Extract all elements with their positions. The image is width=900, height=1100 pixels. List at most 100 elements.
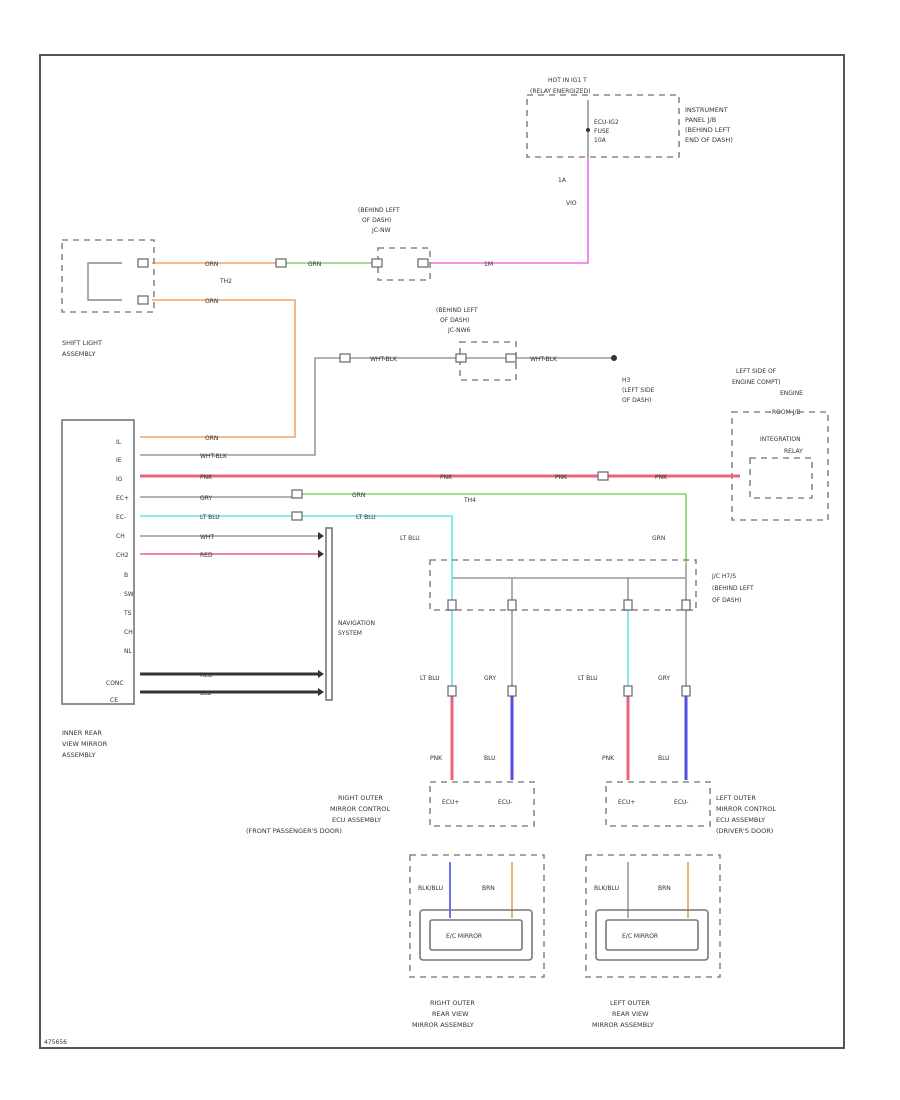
svg-text:LEFT OUTER: LEFT OUTER — [716, 794, 756, 802]
wire-magenta-feed — [430, 157, 589, 264]
svg-text:CH: CH — [116, 533, 125, 540]
svg-text:PNK: PNK — [655, 474, 668, 481]
right-mirror-ecu: ECU+ ECU- RIGHT OUTER MIRROR CONTROL ECU… — [246, 781, 535, 835]
svg-text:WHT-BLK: WHT-BLK — [370, 356, 398, 363]
svg-text:PNK: PNK — [440, 474, 453, 481]
svg-text:LEFT OUTER: LEFT OUTER — [610, 999, 650, 1007]
svg-text:IE: IE — [116, 457, 122, 464]
svg-text:B: B — [124, 572, 128, 579]
svg-text:EC-: EC- — [116, 514, 126, 521]
fuse-amp-label: 10A — [594, 137, 607, 144]
svg-text:RIGHT OUTER: RIGHT OUTER — [430, 999, 475, 1007]
diagram-frame — [39, 54, 845, 1049]
footer-id: 475656 — [44, 1039, 67, 1046]
svg-text:OF DASH): OF DASH) — [362, 217, 391, 224]
svg-text:ASSEMBLY: ASSEMBLY — [62, 751, 96, 759]
svg-text:LT BLU: LT BLU — [200, 514, 220, 521]
svg-text:GRN: GRN — [352, 492, 365, 499]
svg-text:CONC: CONC — [106, 680, 124, 687]
svg-text:IG: IG — [116, 476, 123, 483]
svg-text:MIRROR CONTROL: MIRROR CONTROL — [330, 805, 390, 813]
svg-text:BRN: BRN — [658, 885, 671, 892]
svg-text:SW: SW — [124, 591, 134, 598]
instrument-panel-jb: HOT IN IG1 T (RELAY ENERGIZED) ECU-IG2 F… — [526, 77, 733, 207]
svg-text:NL: NL — [124, 648, 132, 655]
svg-text:RELAY: RELAY — [784, 448, 803, 455]
junction-h7: J/C H7/S (BEHIND LEFT OF DASH) — [429, 559, 754, 611]
svg-text:MIRROR CONTROL: MIRROR CONTROL — [716, 805, 776, 813]
svg-text:ECU+: ECU+ — [442, 799, 459, 806]
wire-orange-2 — [140, 299, 296, 438]
svg-text:INNER REAR: INNER REAR — [62, 729, 102, 737]
svg-text:ASSEMBLY: ASSEMBLY — [62, 350, 96, 358]
ip-jb-line1: INSTRUMENT — [685, 106, 728, 114]
ip-jb-line2: PANEL J/B — [685, 116, 716, 124]
svg-text:ORN: ORN — [205, 261, 218, 268]
svg-text:H3: H3 — [622, 377, 631, 384]
svg-text:(BEHIND LEFT: (BEHIND LEFT — [358, 207, 400, 214]
svg-text:ECU-: ECU- — [674, 799, 689, 806]
wire-cyan — [140, 515, 453, 565]
relay-label: (RELAY ENERGIZED) — [530, 88, 591, 95]
svg-text:E/C MIRROR: E/C MIRROR — [446, 933, 482, 940]
left-outer-mirror: BLK/BLU BRN E/C MIRROR LEFT OUTER REAR V… — [585, 854, 721, 1029]
svg-text:RED: RED — [200, 672, 213, 679]
ip-jb-line3: (BEHIND LEFT — [685, 126, 730, 134]
svg-text:GRY: GRY — [658, 675, 670, 682]
svg-text:LEFT SIDE OF: LEFT SIDE OF — [736, 368, 777, 375]
svg-text:WHT-BLK: WHT-BLK — [200, 453, 228, 460]
svg-text:PNK: PNK — [200, 474, 213, 481]
connector-plugs — [137, 258, 691, 697]
svg-text:BLU: BLU — [484, 755, 496, 762]
svg-text:PNK: PNK — [430, 755, 443, 762]
svg-text:JC-NW6: JC-NW6 — [447, 327, 471, 334]
svg-text:GRN: GRN — [308, 261, 321, 268]
svg-text:GRY: GRY — [484, 675, 496, 682]
svg-text:BLU: BLU — [658, 755, 670, 762]
svg-text:MIRROR ASSEMBLY: MIRROR ASSEMBLY — [592, 1021, 654, 1029]
svg-text:ENGINE COMPT): ENGINE COMPT) — [732, 379, 781, 386]
hot-label: HOT IN IG1 T — [548, 77, 587, 84]
svg-text:PNK: PNK — [602, 755, 615, 762]
svg-text:REAR VIEW: REAR VIEW — [612, 1010, 649, 1018]
junction-mid: (BEHIND LEFT OF DASH) JC-NW6 — [436, 307, 517, 381]
svg-text:BLU: BLU — [200, 690, 212, 697]
svg-text:TS: TS — [123, 610, 132, 617]
svg-text:MIRROR ASSEMBLY: MIRROR ASSEMBLY — [412, 1021, 474, 1029]
svg-text:(BEHIND LEFT: (BEHIND LEFT — [712, 585, 754, 592]
svg-text:LT BLU: LT BLU — [578, 675, 598, 682]
svg-text:E/C MIRROR: E/C MIRROR — [622, 933, 658, 940]
svg-text:LT BLU: LT BLU — [356, 514, 376, 521]
svg-text:NAVIGATION: NAVIGATION — [338, 620, 375, 627]
svg-text:INTEGRATION: INTEGRATION — [760, 436, 801, 443]
svg-text:TH4: TH4 — [463, 497, 476, 504]
svg-text:VIEW MIRROR: VIEW MIRROR — [62, 740, 108, 748]
svg-text:WHT: WHT — [200, 534, 214, 541]
svg-text:GRN: GRN — [652, 535, 665, 542]
svg-text:IL: IL — [116, 439, 122, 446]
shift-light-assembly: SHIFT LIGHT ASSEMBLY — [61, 239, 155, 358]
svg-text:REAR VIEW: REAR VIEW — [432, 1010, 469, 1018]
engine-room-jb: LEFT SIDE OF ENGINE COMPT) ENGINE ROOM J… — [731, 368, 829, 521]
svg-text:OF DASH): OF DASH) — [440, 317, 469, 324]
svg-text:TH2: TH2 — [219, 278, 232, 285]
svg-text:CE: CE — [110, 697, 118, 704]
svg-text:J/C H7/S: J/C H7/S — [711, 573, 736, 580]
svg-text:RIGHT OUTER: RIGHT OUTER — [338, 794, 383, 802]
svg-text:GRY: GRY — [200, 495, 212, 502]
svg-text:SHIFT LIGHT: SHIFT LIGHT — [62, 339, 102, 347]
wire-green-mid — [300, 493, 687, 565]
svg-text:LT BLU: LT BLU — [420, 675, 440, 682]
svg-text:WHT-BLK: WHT-BLK — [530, 356, 558, 363]
svg-text:(BEHIND LEFT: (BEHIND LEFT — [436, 307, 478, 314]
svg-text:ORN: ORN — [205, 298, 218, 305]
svg-text:ECU-: ECU- — [498, 799, 513, 806]
svg-text:ECU+: ECU+ — [618, 799, 635, 806]
svg-text:JC-NW: JC-NW — [371, 227, 391, 234]
ground-point — [611, 355, 617, 361]
svg-text:ECU ASSEMBLY: ECU ASSEMBLY — [332, 816, 381, 824]
svg-text:ORN: ORN — [205, 435, 218, 442]
svg-text:SYSTEM: SYSTEM — [338, 630, 362, 637]
svg-text:EC+: EC+ — [116, 495, 129, 502]
